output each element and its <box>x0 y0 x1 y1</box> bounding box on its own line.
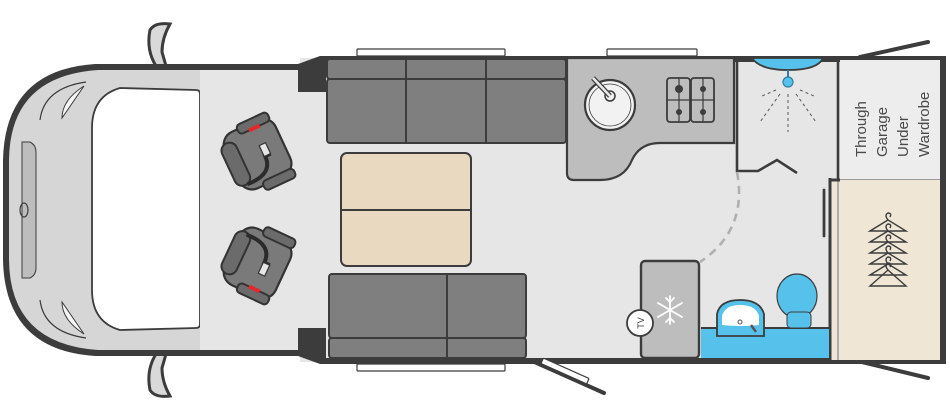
garage-label-line-2: Garage <box>874 107 891 157</box>
kitchen-sink <box>583 76 637 132</box>
habitation-door <box>528 357 606 395</box>
settee-top <box>326 58 567 144</box>
garage-door-bottom <box>860 360 930 380</box>
garage-label-line-1: Through <box>853 101 870 157</box>
garage-label: Through Garage Under Wardrobe <box>853 92 933 157</box>
toilet <box>776 273 818 329</box>
window-top-kitchen <box>606 48 698 57</box>
washroom-partition <box>822 188 832 330</box>
window-top-lounge <box>356 48 506 57</box>
shower-room <box>735 57 840 180</box>
table <box>340 152 472 267</box>
garage-door-top <box>858 40 930 59</box>
garage-label-line-4: Wardrobe <box>916 92 933 157</box>
settee-bottom <box>328 273 527 359</box>
window-bottom-lounge <box>356 363 506 372</box>
mirror-bottom <box>147 352 173 398</box>
driver-seat <box>220 111 297 191</box>
hob <box>666 77 715 123</box>
windscreen <box>91 87 201 331</box>
tv-label: TV <box>636 317 646 329</box>
mirror-top <box>147 22 173 68</box>
clothes-hangers-icon <box>867 212 909 287</box>
wardrobe <box>828 178 940 362</box>
snowflake-icon <box>657 295 683 325</box>
shower-spray-icon <box>759 89 817 132</box>
garage-label-line-3: Under <box>895 116 912 157</box>
tv-point: TV <box>626 309 654 337</box>
passenger-seat <box>220 226 297 306</box>
garage-area <box>840 60 940 181</box>
washbasin <box>716 299 765 337</box>
